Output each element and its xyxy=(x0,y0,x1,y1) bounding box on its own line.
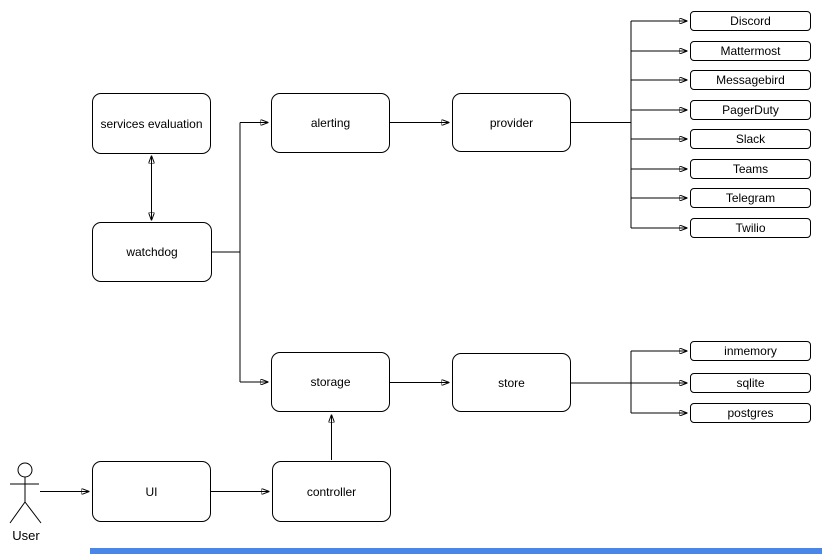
node-storage[interactable]: storage xyxy=(271,352,390,412)
bottom-accent-bar xyxy=(90,548,822,554)
node-store[interactable]: store xyxy=(452,353,571,412)
node-watchdog[interactable]: watchdog xyxy=(92,222,212,282)
provider-endpoint-telegram[interactable]: Telegram xyxy=(690,188,811,208)
node-ui[interactable]: UI xyxy=(92,461,211,522)
user-actor-label: User xyxy=(12,528,40,543)
node-controller[interactable]: controller xyxy=(272,461,391,522)
store-backend-sqlite[interactable]: sqlite xyxy=(690,373,811,393)
node-services-evaluation[interactable]: services evaluation xyxy=(92,93,211,154)
provider-endpoint-twilio[interactable]: Twilio xyxy=(690,218,811,238)
store-backend-postgres[interactable]: postgres xyxy=(690,403,811,423)
provider-endpoint-pagerduty[interactable]: PagerDuty xyxy=(690,100,811,120)
store-backend-inmemory[interactable]: inmemory xyxy=(690,341,811,361)
provider-endpoint-discord[interactable]: Discord xyxy=(690,11,811,31)
provider-endpoint-slack[interactable]: Slack xyxy=(690,129,811,149)
provider-endpoint-mattermost[interactable]: Mattermost xyxy=(690,41,811,61)
provider-endpoint-messagebird[interactable]: Messagebird xyxy=(690,70,811,90)
user-actor-figure[interactable] xyxy=(9,462,42,524)
node-alerting[interactable]: alerting xyxy=(271,93,390,153)
node-provider[interactable]: provider xyxy=(452,93,571,152)
provider-endpoint-teams[interactable]: Teams xyxy=(690,159,811,179)
